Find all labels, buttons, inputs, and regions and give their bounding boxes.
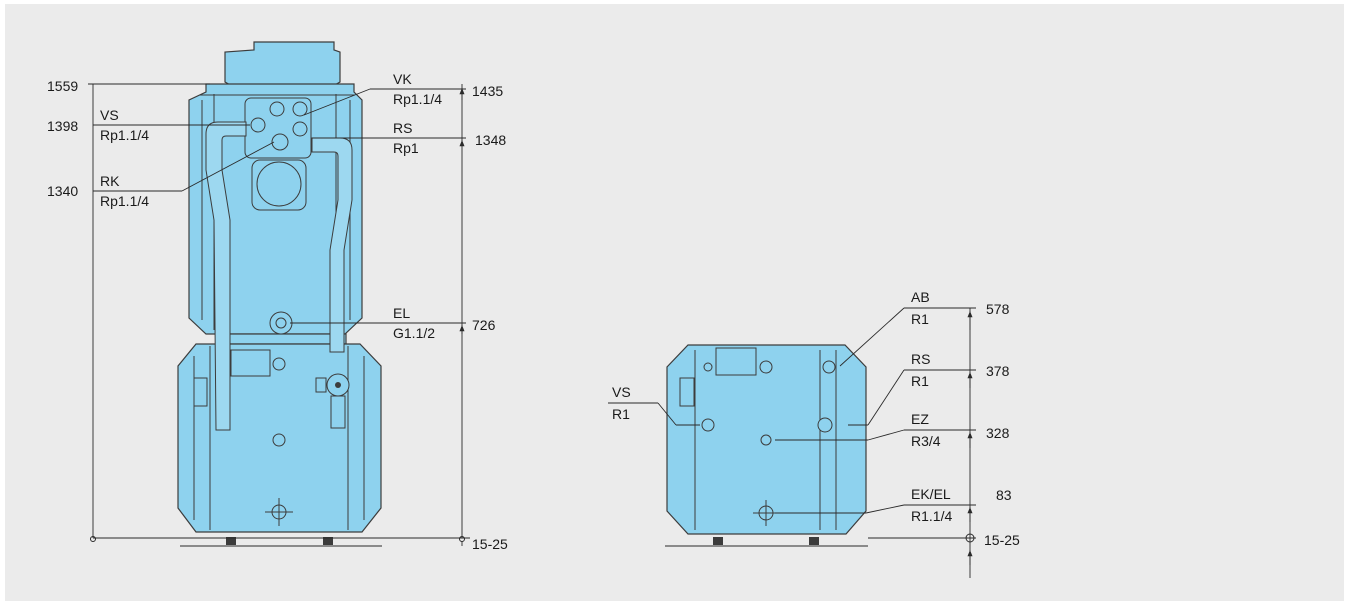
label-side-ekel: EK/EL: [911, 486, 951, 502]
front-foot-right: [323, 537, 333, 545]
front-rs-port: [292, 121, 308, 137]
label-1559: 1559: [47, 78, 78, 94]
side-vs-port: [701, 418, 715, 432]
front-port-top-left: [269, 101, 285, 117]
label-front-rk-thread: Rp1.1/4: [100, 193, 149, 209]
front-pipe-left: [205, 121, 247, 431]
side-left-panel: [679, 377, 695, 407]
label-side-rs-thread: R1: [911, 373, 929, 389]
label-1398: 1398: [47, 118, 78, 134]
side-leader-328-b: [867, 429, 905, 441]
label-front-rk: RK: [100, 173, 120, 189]
side-leader-378-b: [867, 369, 905, 426]
front-port-top-right: [292, 101, 308, 117]
front-el-fitting-inner: [275, 317, 287, 329]
side-foot-right: [809, 537, 819, 545]
dimension-drawing: 1559 1398 1340 VS Rp1.1/4 RK Rp1.1/4 VK …: [47, 41, 1020, 578]
front-foot-left: [226, 537, 236, 545]
front-valve-center: [335, 382, 341, 388]
label-front-vk: VK: [393, 71, 412, 87]
label-front-rs: RS: [393, 120, 412, 136]
front-tank-port-middle: [272, 433, 286, 447]
front-vs-port: [250, 117, 266, 133]
front-rk-port: [271, 133, 289, 151]
label-front-vs: VS: [100, 107, 119, 123]
label-front-rs-thread: Rp1: [393, 140, 419, 156]
side-leader-578-b: [839, 307, 905, 367]
side-port-top: [759, 360, 773, 374]
label-front-el-thread: G1.1/2: [393, 325, 435, 341]
label-578: 578: [986, 301, 1010, 317]
side-view: AB R1 RS R1 EZ R3/4 EK/EL R1.1/4 VS R1 5…: [608, 289, 1020, 578]
label-side-vs-thread: R1: [612, 406, 630, 422]
side-ab-port: [822, 360, 836, 374]
label-378: 378: [986, 363, 1010, 379]
label-front-el: EL: [393, 305, 410, 321]
label-side-rs: RS: [911, 351, 930, 367]
label-front-15-25: 15-25: [472, 536, 508, 552]
label-front-vk-thread: Rp1.1/4: [393, 91, 442, 107]
side-rs-port: [817, 417, 833, 433]
side-top-panel: [715, 347, 757, 376]
label-front-vs-thread: Rp1.1/4: [100, 127, 149, 143]
front-view: 1559 1398 1340 VS Rp1.1/4 RK Rp1.1/4 VK …: [47, 41, 508, 552]
label-side-vs: VS: [612, 384, 631, 400]
front-flue-pipe: [256, 161, 302, 207]
front-leader-1340-b: [181, 141, 275, 192]
label-side-ez: EZ: [911, 411, 929, 427]
side-leader-83-b: [865, 504, 905, 514]
side-foot-left: [713, 537, 723, 545]
label-side-15-25: 15-25: [984, 532, 1020, 548]
front-pipe-right: [311, 137, 353, 353]
front-lower-side-panel: [193, 377, 208, 407]
front-lower-panel: [230, 349, 271, 377]
front-tank-port-top: [272, 357, 286, 371]
front-connector: [225, 333, 347, 345]
side-leader-vs-b: [657, 402, 677, 426]
front-leader-1435-b: [303, 88, 371, 116]
side-ez-port: [760, 434, 772, 446]
front-valve-handle: [315, 377, 327, 393]
front-top-cap: [224, 41, 341, 87]
label-side-ab-thread: R1: [911, 311, 929, 327]
label-328: 328: [986, 425, 1010, 441]
label-83: 83: [996, 487, 1012, 503]
label-1435: 1435: [472, 83, 503, 99]
label-1340: 1340: [47, 183, 78, 199]
label-side-ekel-thread: R1.1/4: [911, 508, 952, 524]
label-side-ez-thread: R3/4: [911, 433, 941, 449]
label-side-ab: AB: [911, 289, 930, 305]
front-valve-body: [330, 395, 346, 429]
label-726: 726: [472, 317, 496, 333]
label-1348: 1348: [475, 132, 506, 148]
drawing-canvas: 1559 1398 1340 VS Rp1.1/4 RK Rp1.1/4 VK …: [5, 4, 1344, 601]
front-left-dimension-origin: [90, 536, 96, 542]
side-small-port: [703, 362, 713, 372]
